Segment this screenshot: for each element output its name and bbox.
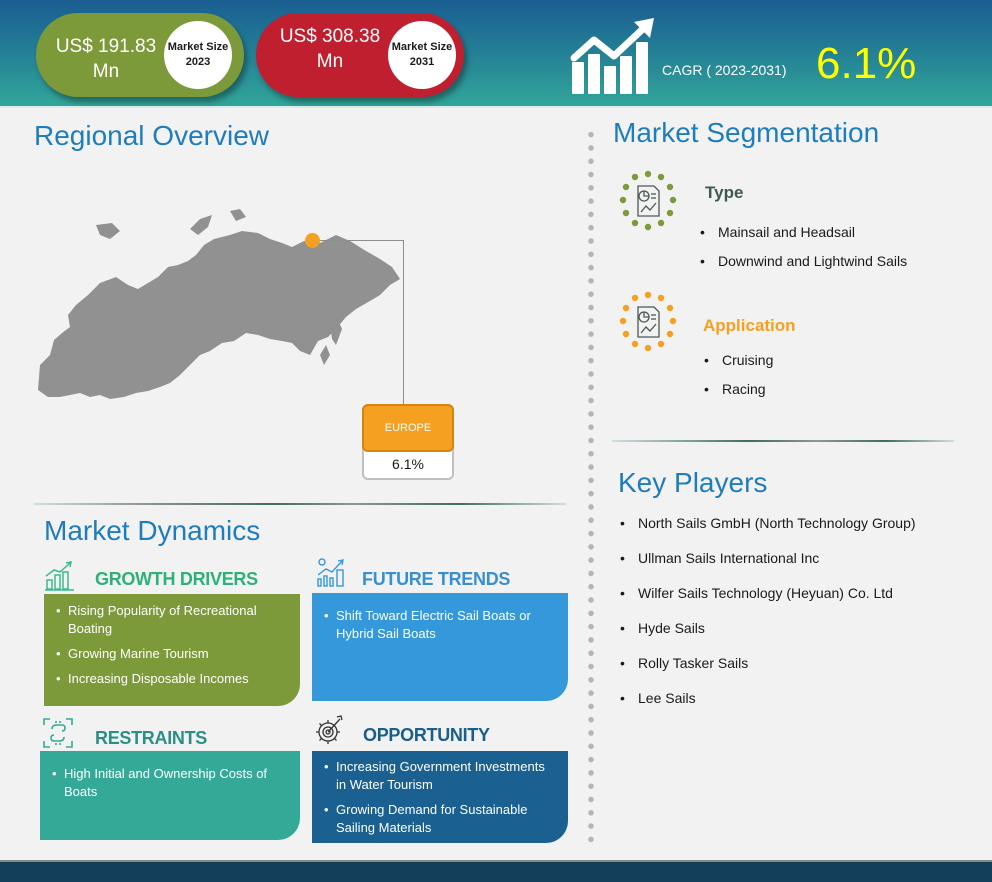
segment-type-report-icon bbox=[619, 170, 677, 231]
market-size-2023-pill: US$ 191.83 Mn Market Size 2023 bbox=[36, 13, 244, 97]
vertical-dotted-divider bbox=[588, 128, 594, 848]
key-player-item: Lee Sails bbox=[620, 689, 920, 708]
market-segmentation-title: Market Segmentation bbox=[613, 117, 880, 148]
segment-application-item: Racing bbox=[704, 380, 773, 409]
future-trends-heading: FUTURE TRENDS bbox=[362, 569, 511, 589]
restraints-broken-link-icon bbox=[43, 718, 73, 748]
segment-type-item: Mainsail and Headsail bbox=[700, 223, 907, 252]
restraints-box: High Initial and Ownership Costs of Boat… bbox=[40, 751, 300, 840]
growth-chart-arrow-icon bbox=[570, 18, 654, 94]
market-size-2031-pill: US$ 308.38 Mn Market Size 2031 bbox=[256, 13, 464, 97]
header-divider bbox=[0, 106, 992, 108]
market-size-2031-label: Market Size 2031 bbox=[388, 21, 456, 89]
future-trends-box: Shift Toward Electric Sail Boats or Hybr… bbox=[312, 593, 568, 701]
market-dynamics-title: Market Dynamics bbox=[44, 515, 261, 546]
segment-type-heading: Type bbox=[705, 183, 744, 202]
opportunity-gear-target-icon bbox=[316, 715, 343, 744]
key-player-item: Hyde Sails bbox=[620, 619, 920, 638]
key-player-item: Ullman Sails International Inc bbox=[620, 549, 920, 568]
segment-application-list: Cruising Racing bbox=[704, 351, 773, 409]
map-connector-line bbox=[320, 240, 404, 241]
restraint-item: High Initial and Ownership Costs of Boat… bbox=[52, 765, 288, 801]
opportunity-box: Increasing Government Investments in Wat… bbox=[312, 751, 568, 843]
market-size-2031-value: US$ 308.38 Mn bbox=[279, 26, 381, 72]
region-cagr: 6.1% bbox=[392, 456, 424, 472]
regional-overview-title: Regional Overview bbox=[34, 120, 269, 151]
key-player-item: Wilfer Sails Technology (Heyuan) Co. Ltd bbox=[620, 584, 920, 603]
section-divider-right bbox=[612, 440, 954, 442]
region-name: EUROPE bbox=[362, 404, 454, 452]
key-players-title: Key Players bbox=[618, 467, 768, 498]
region-marker-dot bbox=[305, 233, 320, 248]
key-player-item: Rolly Tasker Sails bbox=[620, 654, 920, 673]
future-trend-item: Shift Toward Electric Sail Boats or Hybr… bbox=[324, 607, 556, 643]
opportunity-heading: OPPORTUNITY bbox=[363, 725, 490, 745]
segment-type-list: Mainsail and Headsail Downwind and Light… bbox=[700, 223, 907, 281]
market-size-2023-label: Market Size 2023 bbox=[164, 21, 232, 89]
growth-driver-item: Growing Marine Tourism bbox=[56, 645, 288, 663]
europe-russia-map bbox=[38, 209, 400, 399]
key-player-item: North Sails GmbH (North Technology Group… bbox=[620, 514, 920, 533]
market-size-2023-value: US$ 191.83 Mn bbox=[55, 36, 157, 82]
region-card-europe: EUROPE 6.1% bbox=[362, 404, 454, 480]
section-divider-left bbox=[34, 503, 566, 505]
growth-driver-item: Increasing Disposable Incomes bbox=[56, 670, 288, 688]
opportunity-item: Growing Demand for Sustainable Sailing M… bbox=[324, 801, 556, 837]
segment-application-heading: Application bbox=[703, 316, 796, 335]
segment-application-report-icon bbox=[619, 291, 677, 352]
cagr-value: 6.1% bbox=[816, 39, 917, 88]
segment-application-item: Cruising bbox=[704, 351, 773, 380]
restraints-heading: RESTRAINTS bbox=[95, 728, 208, 748]
opportunity-item: Increasing Government Investments in Wat… bbox=[324, 758, 556, 794]
growth-drivers-heading: GROWTH DRIVERS bbox=[95, 569, 258, 589]
segment-type-item: Downwind and Lightwind Sails bbox=[700, 252, 907, 281]
key-players-list: North Sails GmbH (North Technology Group… bbox=[620, 514, 920, 724]
cagr-label: CAGR ( 2023-2031) bbox=[662, 62, 787, 78]
footer-bar bbox=[0, 862, 992, 882]
growth-driver-item: Rising Popularity of Recreational Boatin… bbox=[56, 602, 288, 638]
future-trends-icon bbox=[317, 558, 344, 587]
map-connector-line-vertical bbox=[403, 240, 404, 405]
growth-drivers-icon bbox=[45, 561, 74, 591]
footer-divider bbox=[0, 860, 992, 862]
growth-drivers-box: Rising Popularity of Recreational Boatin… bbox=[44, 594, 300, 706]
